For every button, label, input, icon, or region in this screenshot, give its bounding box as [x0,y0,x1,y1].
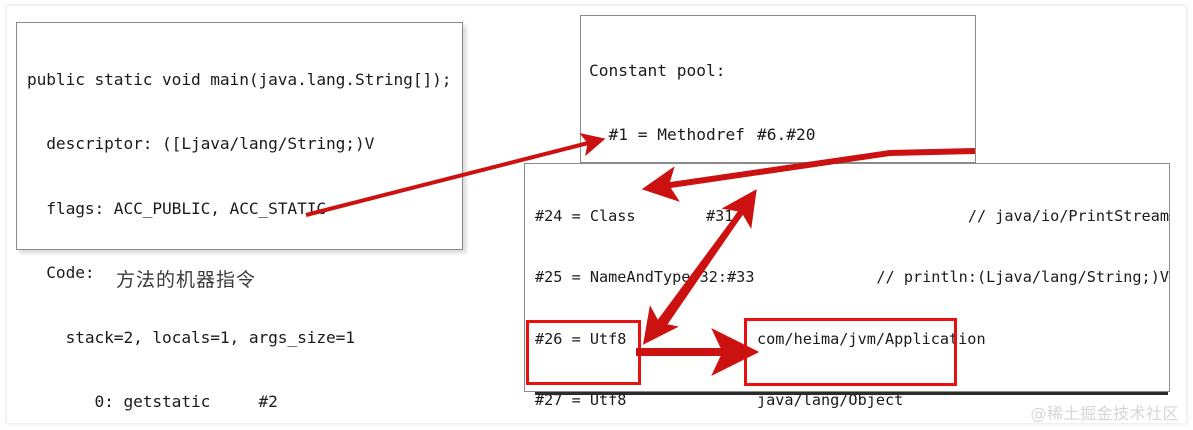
detail-value: #31 [705,207,734,225]
bytecode-line: Code: [27,263,95,283]
constant-pool-box: Constant pool: #1 = Methodref #6.#20 #2 … [580,15,976,163]
cp-value: #6.#20 [757,125,816,145]
constant-pool-row: #1 = Methodref #6.#20 [589,122,975,148]
bytecode-line: flags: ACC_PUBLIC, ACC_STATIC [27,198,327,218]
method-bytecode-box: public static void main(java.lang.String… [16,22,463,411]
bytecode-line: descriptor: ([Ljava/lang/String;)V [27,134,375,154]
bytecode-line: 0: getstatic #2 [27,391,278,411]
bytecode-line: stack=2, locals=1, args_size=1 [27,327,355,347]
detail-value: com/heima/jvm/Application [757,329,986,348]
detail-row: #27 = Utf8 java/lang/Object [535,388,1169,413]
detail-index: #25 = NameAndType [535,268,691,287]
detail-row: #26 = Utf8 com/heima/jvm/Application [535,327,1169,352]
bytecode-line: public static void main(java.lang.String… [27,70,452,89]
detail-index: #27 = Utf8 [535,391,627,410]
detail-value: #32:#33 [690,268,755,287]
detail-index: #24 = Class [535,207,636,225]
constant-pool-detail-box: #24 = Class #31 // java/io/PrintStream #… [524,163,1170,409]
detail-value: java/lang/Object [757,391,904,410]
detail-comment: // java/io/PrintStream [967,207,1169,225]
detail-comment: // println:(Ljava/lang/String;)V [876,268,1169,287]
constant-pool-header: Constant pool: [589,61,726,80]
detail-box-bottom-rule [535,392,1168,395]
cp-index: #1 = Methodref [589,125,745,145]
left-box-caption: 方法的机器指令 [116,269,257,291]
detail-index: #26 = Utf8 [535,329,627,348]
detail-row: #24 = Class #31 // java/io/PrintStream [535,204,1169,229]
watermark: @稀土掘金技术社区 [1030,404,1179,423]
detail-row: #25 = NameAndType #32:#33 // println:(Lj… [535,265,1169,290]
